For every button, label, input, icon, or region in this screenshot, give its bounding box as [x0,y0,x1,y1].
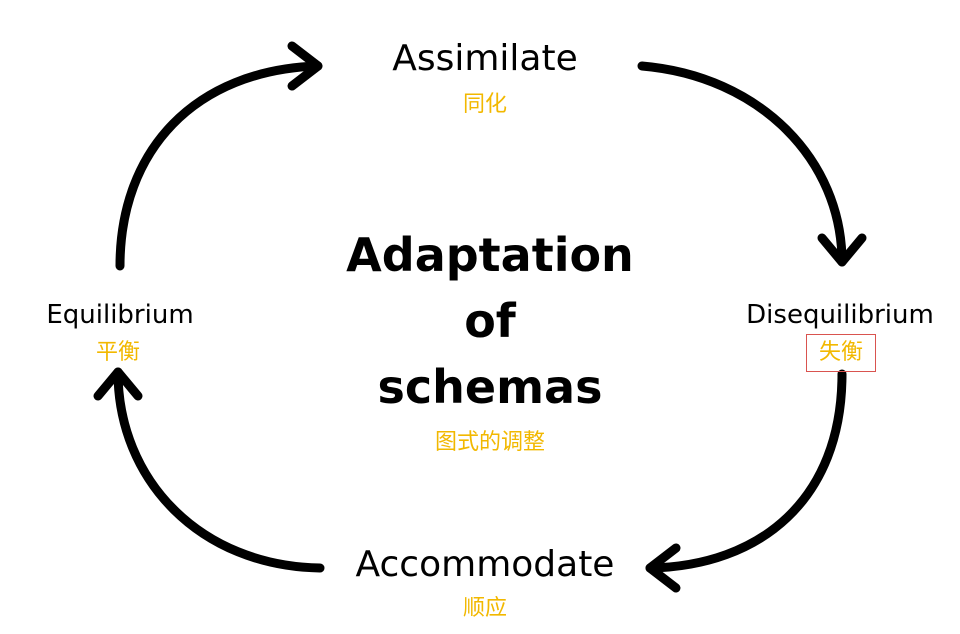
center-subtitle: 图式的调整 [434,430,545,455]
accommodate-subtitle: 顺应 [462,596,507,621]
arrowhead-equilibrium [93,367,143,401]
center-title-line1: Adaptation [346,228,634,282]
disequilibrium-label: Disequilibrium [746,300,934,330]
arrow-disequilibrium-to-accommodate [645,369,847,573]
center-title: Adaptation of schemas [330,222,650,420]
assimilate-label: Assimilate [392,38,578,79]
center-title-line2: of [464,294,516,348]
disequilibrium-subtitle: 失衡 [806,334,876,372]
equilibrium-subtitle: 平衡 [95,340,140,365]
assimilate-subtitle: 同化 [462,92,507,117]
equilibrium-label: Equilibrium [46,300,194,330]
arrowhead-disequilibrium [817,233,867,267]
arrow-accommodate-to-equilibrium [113,367,325,573]
arrowhead-assimilate [287,41,323,91]
center-title-line3: schemas [377,360,603,414]
arrow-assimilate-to-disequilibrium [637,61,847,267]
arrowhead-accommodate [645,543,681,593]
accommodate-label: Accommodate [355,544,615,585]
arrow-equilibrium-to-assimilate [115,61,323,271]
